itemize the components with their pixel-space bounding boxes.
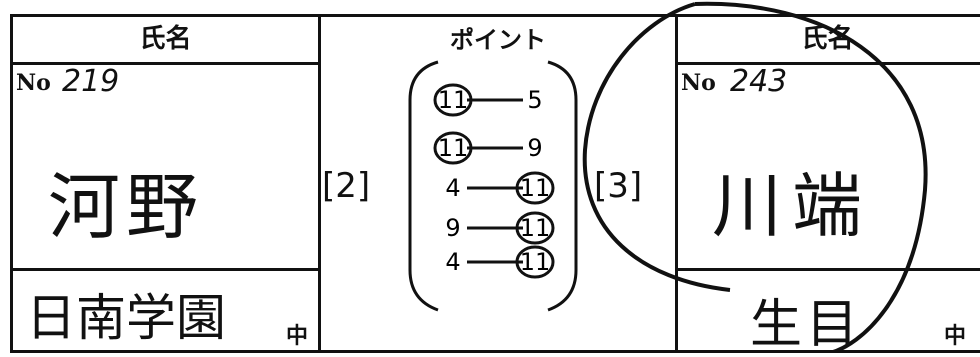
right-player-name: 川端 <box>712 165 872 247</box>
points-header: ポイント <box>450 26 546 54</box>
divider-right <box>675 14 678 353</box>
point-right-score: 11 <box>520 174 551 202</box>
school-rule-right <box>675 268 980 271</box>
left-no-label: No <box>16 70 51 96</box>
point-row: 9 11 <box>445 211 555 245</box>
left-school-suffix: 中 <box>286 324 309 349</box>
point-row: 4 11 <box>445 171 555 205</box>
point-right-score: 11 <box>520 214 551 242</box>
right-no-value: 243 <box>730 64 788 99</box>
winner-circle <box>433 131 473 165</box>
left-player-name: 河野 <box>48 165 205 249</box>
point-row: 11 5 <box>433 83 543 117</box>
left-border <box>10 14 13 353</box>
drawn-circle <box>694 1 928 353</box>
right-name-header: 氏名 <box>801 24 854 54</box>
left-name-header: 氏名 <box>139 24 192 54</box>
point-right-score: 5 <box>527 86 542 114</box>
point-left-score: 4 <box>445 174 460 202</box>
point-right-score: 11 <box>520 248 551 276</box>
point-row: 4 11 <box>445 245 555 279</box>
right-no-label: No <box>681 70 716 96</box>
left-bracket <box>408 60 439 312</box>
top-border <box>10 14 980 17</box>
point-row: 11 9 <box>433 131 543 165</box>
right-school-name: 生目 <box>750 295 863 355</box>
left-game-score: [2] <box>322 166 371 206</box>
winner-circle <box>433 83 473 117</box>
bottom-border <box>10 350 980 353</box>
point-left-score: 9 <box>445 214 460 242</box>
winner-circle <box>515 171 555 205</box>
right-school-suffix: 中 <box>944 324 967 349</box>
divider-left <box>318 14 321 353</box>
point-right-score: 9 <box>527 134 542 162</box>
right-bracket <box>547 60 578 312</box>
point-left-score: 11 <box>438 86 469 114</box>
drawn-circle-lower <box>582 2 731 292</box>
point-left-score: 4 <box>445 248 460 276</box>
winner-circle <box>515 245 555 279</box>
winner-circle <box>515 211 555 245</box>
point-left-score: 11 <box>438 134 469 162</box>
right-game-score: [3] <box>594 166 643 206</box>
header-rule-left <box>10 62 321 65</box>
left-school-name: 日南学園 <box>26 289 226 347</box>
school-rule-left <box>10 268 321 271</box>
left-no-value: 219 <box>62 64 120 99</box>
header-rule-right <box>675 62 980 65</box>
